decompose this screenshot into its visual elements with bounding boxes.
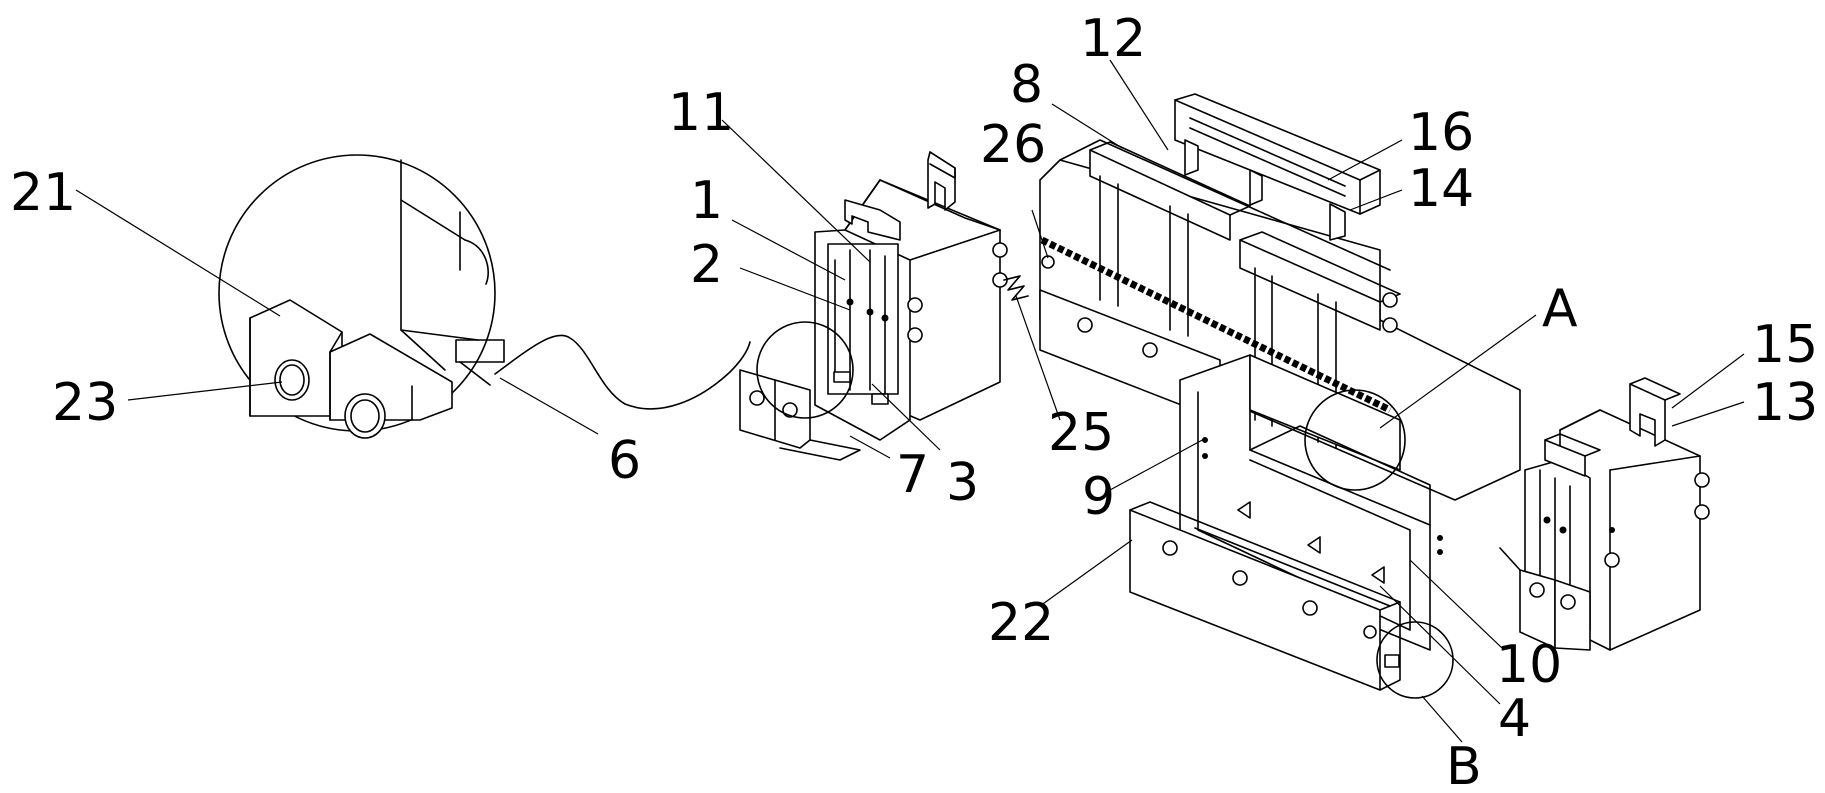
connector-block-detail bbox=[249, 299, 453, 439]
label-12: 12 bbox=[1080, 9, 1146, 69]
label-7: 7 bbox=[896, 445, 929, 505]
left-module bbox=[739, 151, 1029, 461]
label-6: 6 bbox=[608, 431, 641, 491]
label-B: B bbox=[1446, 737, 1482, 793]
label-21: 21 bbox=[10, 163, 76, 223]
label-A: A bbox=[1542, 279, 1578, 339]
label-16: 16 bbox=[1408, 103, 1474, 163]
label-13: 13 bbox=[1752, 373, 1818, 433]
label-10: 10 bbox=[1496, 635, 1562, 695]
label-26: 26 bbox=[980, 115, 1046, 175]
threaded-rod bbox=[1040, 236, 1392, 414]
label-22: 22 bbox=[988, 593, 1054, 653]
reference-labels: 21 23 6 11 1 2 7 3 8 12 26 16 14 25 A 9 … bbox=[10, 9, 1818, 793]
label-2: 2 bbox=[690, 235, 723, 295]
label-4: 4 bbox=[1498, 689, 1531, 749]
leader-lines bbox=[75, 59, 1745, 743]
label-11: 11 bbox=[668, 83, 734, 143]
label-14: 14 bbox=[1408, 159, 1474, 219]
cable bbox=[494, 334, 751, 410]
label-3: 3 bbox=[946, 453, 979, 513]
label-1: 1 bbox=[690, 171, 723, 231]
label-23: 23 bbox=[52, 373, 118, 433]
main-body bbox=[1039, 93, 1521, 501]
right-module bbox=[1499, 377, 1710, 651]
label-15: 15 bbox=[1752, 315, 1818, 375]
label-9: 9 bbox=[1082, 467, 1115, 527]
label-8: 8 bbox=[1010, 55, 1043, 115]
front-frame bbox=[1129, 354, 1454, 699]
detail-view-circle bbox=[218, 154, 505, 439]
label-25: 25 bbox=[1048, 403, 1114, 463]
